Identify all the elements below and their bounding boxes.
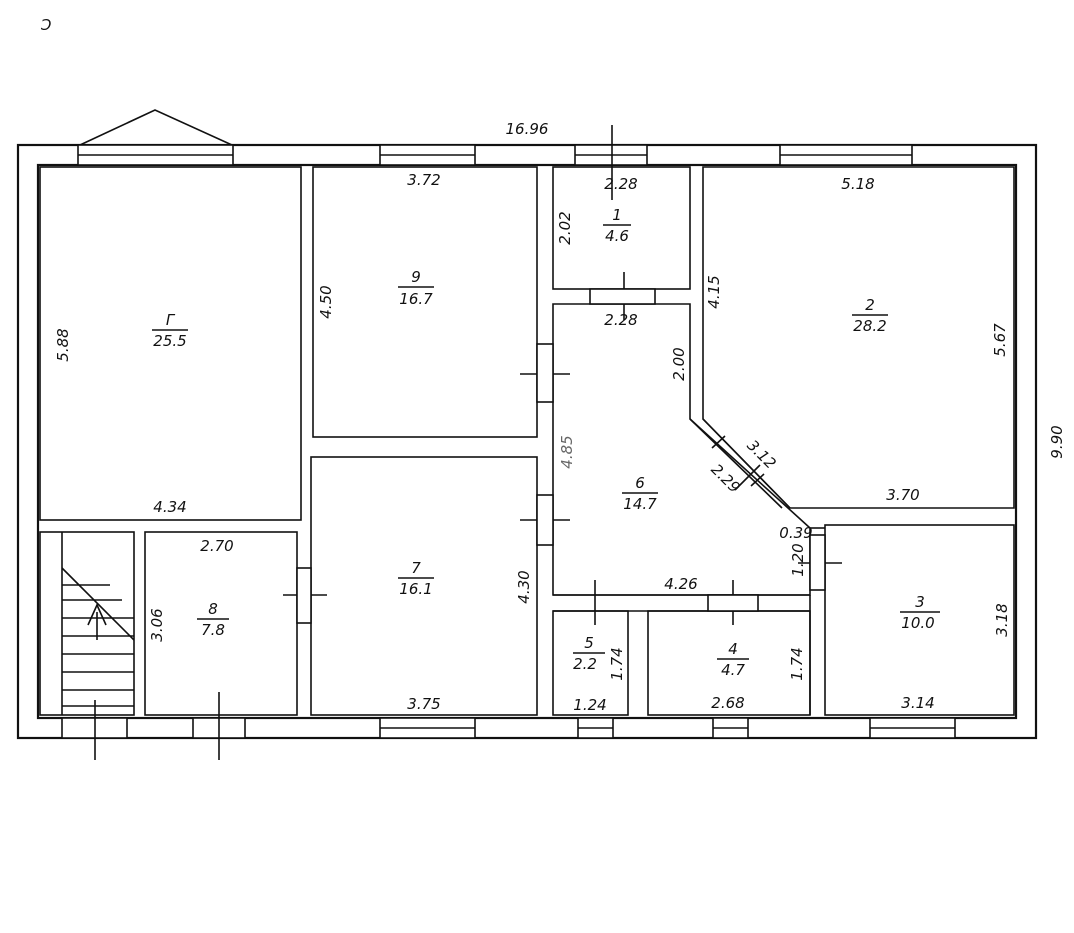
dim-7-bottom: 3.75 bbox=[407, 695, 440, 713]
room-8-area: 7.8 bbox=[201, 621, 225, 639]
dim-2-left: 4.15 bbox=[705, 275, 723, 308]
dim-2-diag: 3.12 bbox=[743, 436, 779, 472]
windows bbox=[61, 144, 956, 739]
room-9-label: 9 bbox=[411, 268, 421, 286]
rooms bbox=[39, 166, 1015, 716]
staircase bbox=[61, 532, 135, 715]
dim-6-side: 4.85 bbox=[558, 435, 576, 468]
room-3-area: 10.0 bbox=[901, 614, 934, 632]
dim-5-bottom: 1.24 bbox=[573, 696, 606, 714]
dim-2-right: 5.67 bbox=[991, 323, 1009, 357]
room-1-label: 1 bbox=[612, 206, 622, 224]
dim-5-side: 1.74 bbox=[608, 647, 626, 680]
room-3-label: 3 bbox=[915, 593, 925, 611]
dim-6-top: 2.00 bbox=[670, 347, 688, 380]
dim-9-side: 4.50 bbox=[317, 285, 335, 318]
room-5-label: 5 bbox=[584, 634, 594, 652]
dim-8-side: 3.06 bbox=[148, 608, 166, 641]
dim-6-bottom: 4.26 bbox=[664, 575, 697, 593]
overall-height: 9.90 bbox=[1048, 425, 1066, 458]
dim-g-h: 5.88 bbox=[54, 328, 72, 361]
room-5-area: 2.2 bbox=[573, 655, 597, 673]
room-2-label: 2 bbox=[865, 296, 875, 314]
room-9-area: 16.7 bbox=[399, 290, 433, 308]
outer-walls bbox=[16, 109, 1038, 740]
dim-2-bottom: 3.70 bbox=[886, 486, 919, 504]
dim-8-top: 2.70 bbox=[200, 537, 233, 555]
dim-4-side: 1.74 bbox=[788, 647, 806, 680]
dim-1-top: 2.28 bbox=[604, 175, 637, 193]
room-4-area: 4.7 bbox=[721, 661, 745, 679]
dim-7-side: 4.30 bbox=[515, 570, 533, 603]
room-7-area: 16.1 bbox=[399, 580, 432, 598]
dimensions: 16.96 9.90 5.88 4.34 3.72 4.50 2.28 2.02… bbox=[54, 120, 1066, 714]
room-6-label: 6 bbox=[635, 474, 645, 492]
room-6-area: 14.7 bbox=[623, 495, 657, 513]
dim-1-side: 2.02 bbox=[556, 211, 574, 244]
room-4-label: 4 bbox=[728, 640, 738, 658]
room-3 bbox=[824, 524, 1015, 716]
dim-3-side: 3.18 bbox=[993, 603, 1011, 636]
room-8-label: 8 bbox=[208, 600, 218, 618]
dim-6-small: 0.39 bbox=[779, 524, 812, 542]
dim-2-top: 5.18 bbox=[841, 175, 874, 193]
room-7-label: 7 bbox=[411, 559, 421, 577]
overall-width: 16.96 bbox=[506, 120, 549, 138]
dim-4-bottom: 2.68 bbox=[711, 694, 744, 712]
dim-3-bottom: 3.14 bbox=[901, 694, 934, 712]
dim-9-top: 3.72 bbox=[407, 171, 440, 189]
corner-mark: Ɔ bbox=[40, 16, 51, 34]
room-2-area: 28.2 bbox=[853, 317, 886, 335]
door-marks bbox=[94, 125, 842, 760]
room-g-area: 25.5 bbox=[153, 332, 186, 350]
room-9 bbox=[312, 166, 538, 438]
room-2 bbox=[702, 166, 1015, 509]
dim-6-small2: 1.20 bbox=[789, 543, 807, 576]
stairs bbox=[39, 531, 135, 716]
room-labels: Г 25.5 9 16.7 1 4.6 2 28.2 6 14.7 7 16.1… bbox=[152, 206, 940, 679]
dim-g-w: 4.34 bbox=[153, 498, 186, 516]
room-1-area: 4.6 bbox=[605, 227, 629, 245]
dim-1-bottom: 2.28 bbox=[604, 311, 637, 329]
room-g bbox=[39, 166, 302, 521]
room-g-label: Г bbox=[166, 311, 176, 329]
